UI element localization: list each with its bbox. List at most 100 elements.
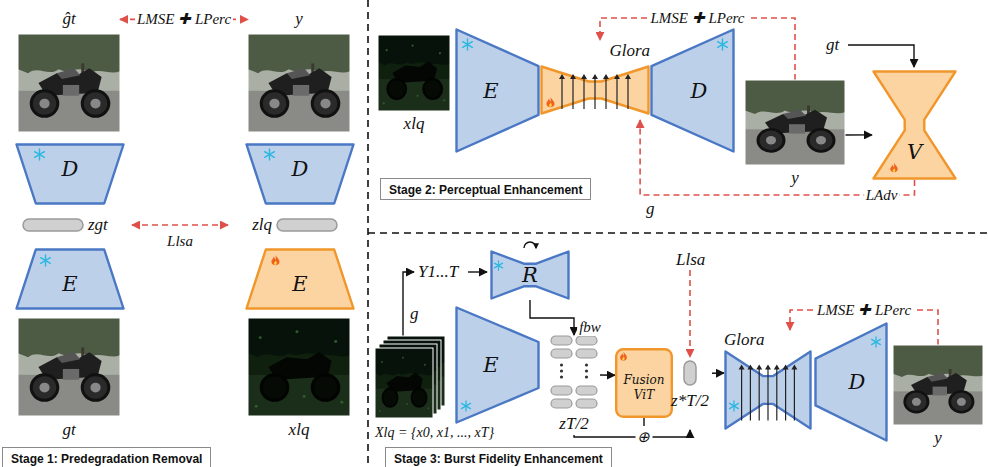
skip-arrow xyxy=(594,78,595,109)
skip-arrow xyxy=(776,368,777,420)
text-slot: E xyxy=(245,258,355,310)
text-slot: xlq xyxy=(248,418,350,442)
fusion-output-wire xyxy=(643,418,644,426)
text-slot: z*T/2 xyxy=(668,390,712,412)
edge-label: Llsa xyxy=(165,232,195,250)
node-text: R xyxy=(522,263,538,287)
edge-label: LAdv xyxy=(864,186,900,204)
image-panel: xlq xyxy=(248,318,350,442)
skip-arrowhead xyxy=(783,364,789,369)
edge-label: fbw xyxy=(577,318,603,336)
icon xyxy=(271,255,279,265)
photo xyxy=(248,318,350,416)
node-text: zlq xyxy=(252,215,272,235)
shape-fill xyxy=(457,308,539,423)
latent-pill-small xyxy=(551,399,572,408)
node-text: D xyxy=(62,157,79,181)
skip-arrow xyxy=(785,368,786,420)
icon xyxy=(265,149,275,160)
icon xyxy=(620,352,627,361)
photo-frame xyxy=(18,318,120,416)
photo-frame xyxy=(745,80,845,165)
photo xyxy=(248,34,350,132)
node-text: y xyxy=(791,168,799,188)
node-text: Xlq = {x0, x1, ..., xT} xyxy=(375,423,494,443)
shape-outline xyxy=(724,350,812,430)
icon xyxy=(41,255,51,266)
edge-label: LMSE ✚ LPerc xyxy=(135,10,233,28)
skip-arrowhead xyxy=(774,364,780,369)
text-slot: y xyxy=(745,167,845,189)
skip-arrowhead xyxy=(791,364,797,369)
icon xyxy=(730,401,739,411)
frozen-icon xyxy=(493,260,504,271)
shape-outline xyxy=(683,360,697,386)
stage-title: Stage 2: Perceptual Enhancement xyxy=(389,183,582,197)
text-slot: y xyxy=(893,427,983,449)
latent-pill-small xyxy=(576,399,597,408)
node-text: Fusion ViT xyxy=(617,373,671,403)
skip-arrow xyxy=(759,368,760,420)
shape-outline xyxy=(540,65,650,115)
free-label: g xyxy=(410,304,419,324)
stage-label: Stage 2: Perceptual Enhancement xyxy=(380,178,591,200)
skip-arrow xyxy=(767,368,768,420)
node-text: xlq xyxy=(404,114,425,134)
trainable-icon xyxy=(269,254,282,267)
node-text: E xyxy=(483,353,498,377)
shape-fill xyxy=(492,252,569,299)
node-text: zT/2 xyxy=(559,414,588,434)
shape-fill xyxy=(684,361,696,385)
image-panel: gt xyxy=(18,318,120,442)
shape-fill xyxy=(616,349,672,417)
shape-fill xyxy=(277,219,337,231)
shape-fill xyxy=(542,67,649,114)
decoder-trapezoid: D xyxy=(650,28,735,153)
skip-arrow xyxy=(627,78,628,109)
text-slot: E xyxy=(455,306,527,424)
photo-frame xyxy=(375,348,433,418)
shape-fill xyxy=(247,145,354,204)
lora-bottleneck: Glora xyxy=(724,330,812,430)
photo xyxy=(375,348,433,418)
ellipsis-dot xyxy=(560,369,563,372)
free-label: Y1...T xyxy=(418,262,458,282)
node-text: D xyxy=(849,370,866,394)
icon xyxy=(463,39,473,50)
node-text: D xyxy=(691,79,708,103)
loss-wire xyxy=(689,270,691,357)
image-panel: y xyxy=(893,345,983,450)
shape-fill xyxy=(23,219,83,231)
photo xyxy=(893,345,983,425)
node-text: E xyxy=(62,272,77,296)
shape-fill xyxy=(816,324,887,441)
text-slot: D xyxy=(663,28,735,153)
free-label: g xyxy=(646,199,655,219)
text-slot: gt xyxy=(18,418,120,442)
photo-frame xyxy=(248,34,350,132)
text-slot: E xyxy=(455,28,527,153)
encoder-trapezoid: E xyxy=(245,248,355,310)
ellipsis-dot xyxy=(560,363,563,366)
frozen-icon xyxy=(460,400,472,412)
frozen-icon xyxy=(716,38,729,51)
text-slot: Xlq = {x0, x1, ..., xT} xyxy=(375,422,545,444)
skip-arrow xyxy=(794,368,795,420)
frozen-icon xyxy=(461,38,474,51)
latent-pill-small xyxy=(551,336,572,345)
skip-arrow xyxy=(741,368,742,420)
node-text: E xyxy=(292,272,307,296)
text-slot: zT/2 xyxy=(548,413,600,435)
edge-label: ⊕ xyxy=(635,428,652,446)
text-slot: zgt xyxy=(88,214,132,236)
decoder-trapezoid: D xyxy=(245,143,355,205)
skip-arrowhead xyxy=(570,74,576,79)
stage-label: Stage 3: Burst Fidelity Enhancement xyxy=(385,447,612,467)
trainable-icon xyxy=(888,162,900,174)
photo xyxy=(378,35,450,111)
skip-arrow xyxy=(605,78,606,109)
shape-fill xyxy=(247,250,354,309)
photo-frame xyxy=(893,345,983,425)
latent-pill-small xyxy=(576,349,597,358)
